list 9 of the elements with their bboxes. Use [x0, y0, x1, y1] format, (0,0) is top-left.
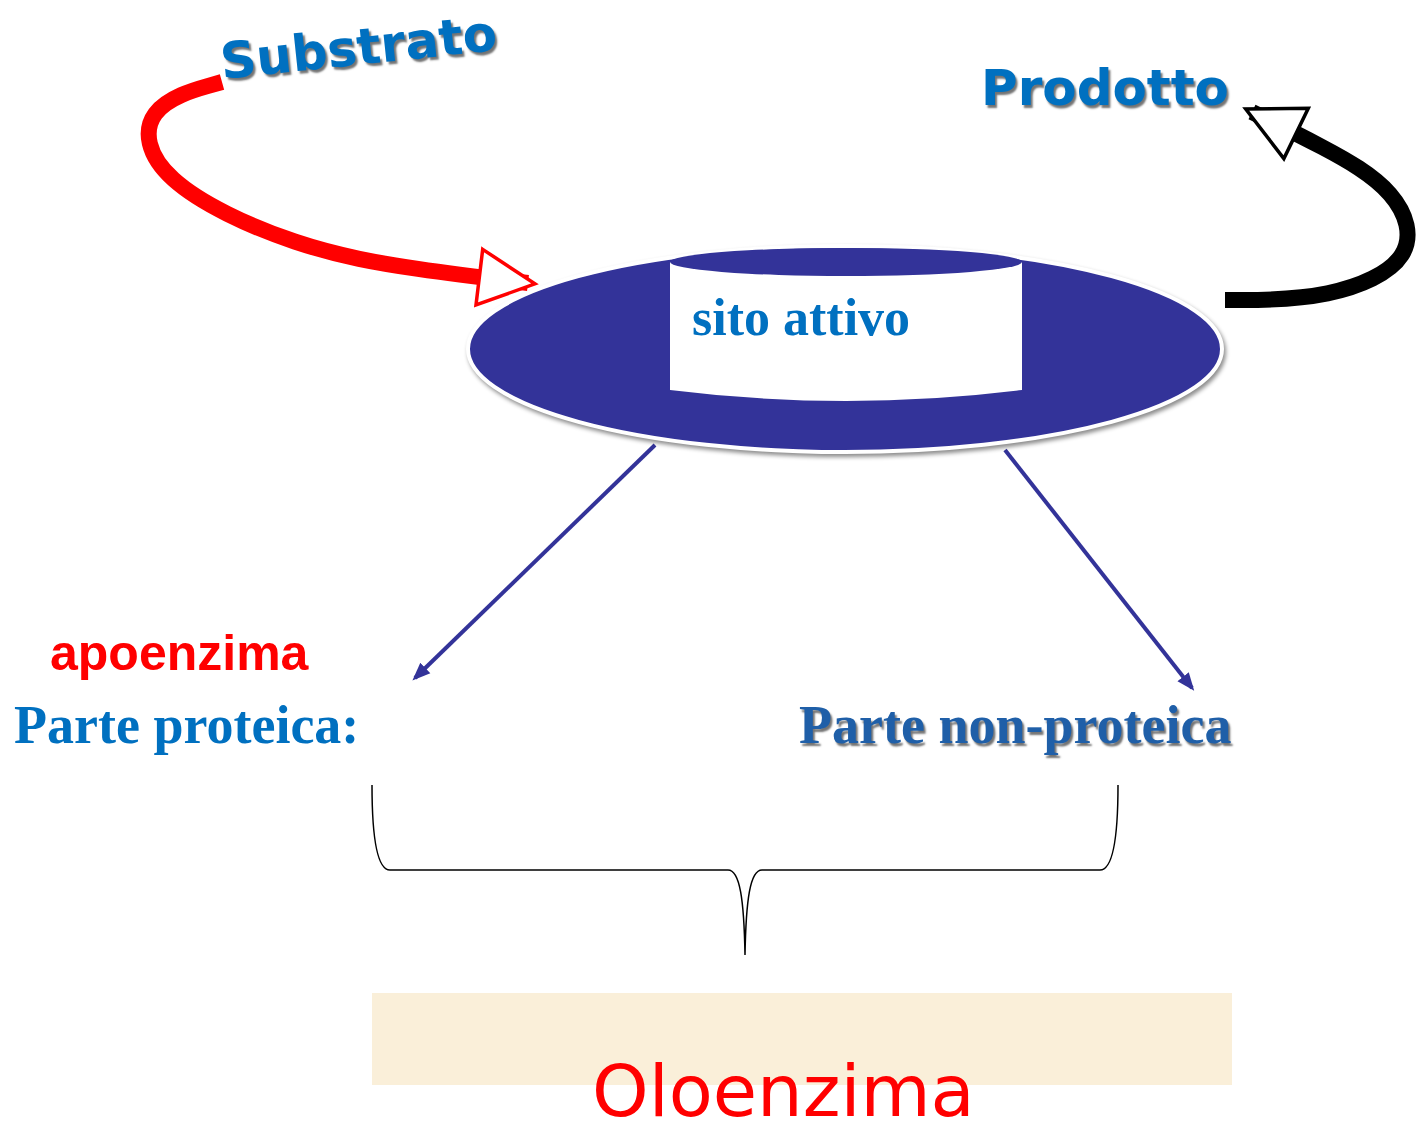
active-site-text: sito attivo: [692, 292, 911, 344]
apoenzyme-text: apoenzima: [50, 628, 309, 678]
block-arrow: [1225, 104, 1416, 308]
arrow: [1003, 448, 1195, 691]
product-text: Prodotto: [981, 63, 1229, 113]
holoenzyme-text: Oloenzima: [592, 1055, 975, 1127]
arrow: [412, 443, 657, 681]
block-arrow: [140, 74, 537, 307]
substrate-text: Substrato: [217, 8, 500, 87]
